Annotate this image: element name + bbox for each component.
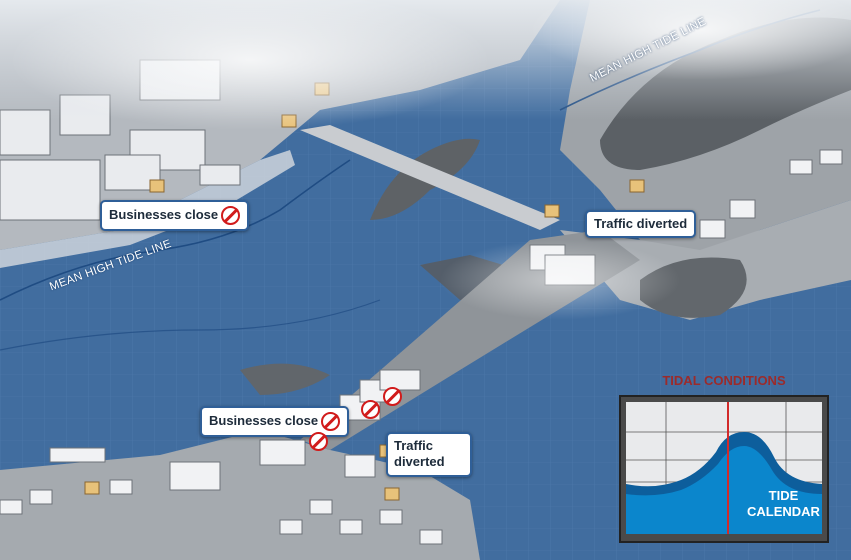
no-entry-icon xyxy=(321,412,341,431)
tide-calendar-label[interactable]: TIDE CALENDAR xyxy=(747,488,820,519)
callout-text: Businesses close xyxy=(209,412,319,428)
tide-line-1 xyxy=(0,159,351,301)
tide-chart xyxy=(626,402,822,534)
callout-text: Traffic diverted xyxy=(394,438,445,470)
no-entry-icon xyxy=(309,432,328,451)
no-entry-icon xyxy=(221,206,241,225)
callout-traffic-diverted-east: Traffic diverted xyxy=(585,210,697,239)
callout-businesses-close-north: Businesses close xyxy=(100,200,250,231)
callout-text: Traffic diverted xyxy=(594,216,688,231)
callout-text: Businesses close xyxy=(109,206,219,222)
fog-patch-1 xyxy=(10,0,490,130)
no-entry-icon xyxy=(383,387,402,406)
tide-calendar-line1: TIDE xyxy=(768,488,799,503)
fog-patch-2 xyxy=(530,0,851,80)
buildings-south xyxy=(0,369,443,545)
tide-level-fill xyxy=(626,446,822,534)
tidal-conditions-panel: TIDAL CONDITIONS xyxy=(619,373,829,543)
no-entry-icon xyxy=(361,400,380,419)
tidal-chart-frame xyxy=(619,395,829,543)
callout-businesses-close-south: Businesses close xyxy=(200,406,350,437)
fog-patch-3 xyxy=(440,240,680,320)
island-south xyxy=(240,363,330,395)
tidal-conditions-title: TIDAL CONDITIONS xyxy=(662,373,786,388)
upper-bridge xyxy=(300,125,560,230)
tide-line-3 xyxy=(0,299,381,351)
callout-traffic-diverted-south: Traffic diverted xyxy=(386,432,472,477)
tide-calendar-line2: CALENDAR xyxy=(747,503,820,519)
